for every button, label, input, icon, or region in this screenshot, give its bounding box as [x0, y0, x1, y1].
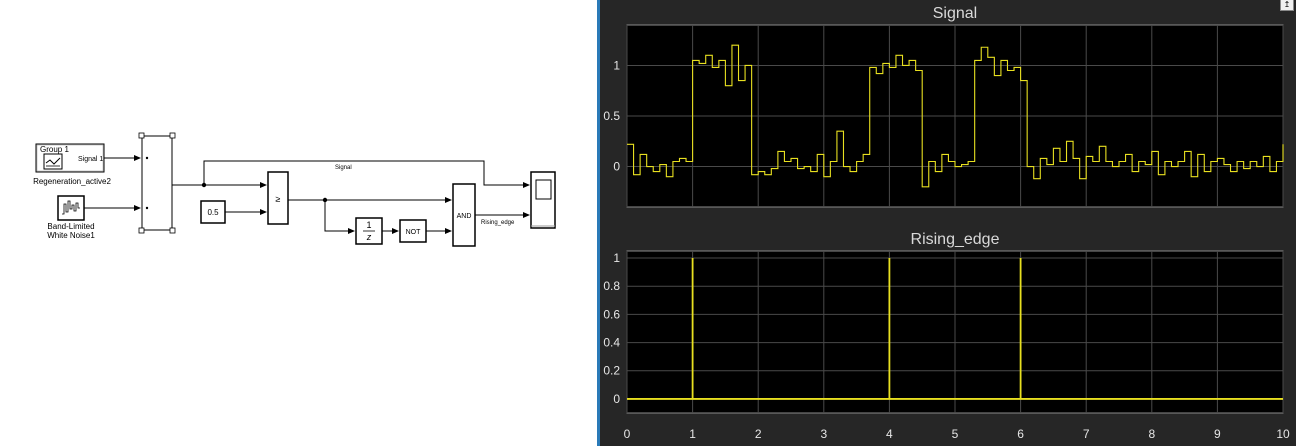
y-tick-label: 1	[613, 251, 620, 265]
signal-builder-group: Group 1	[40, 145, 69, 154]
y-tick-label: 1	[613, 58, 620, 72]
y-tick-label: 0	[613, 160, 620, 174]
y-tick-label: 0.5	[603, 109, 620, 123]
x-tick-label: 8	[1148, 427, 1155, 441]
x-tick-label: 6	[1017, 427, 1024, 441]
rising-edge-line-label: Rising_edge	[481, 220, 515, 226]
plot-title-signal: Signal	[933, 5, 977, 22]
y-tick-label: 0.2	[603, 364, 620, 378]
x-tick-label: 3	[820, 427, 827, 441]
signal-builder-icon	[43, 153, 63, 170]
y-tick-label: 0.8	[603, 279, 620, 293]
constant-block[interactable]: 0.5	[200, 200, 226, 224]
and-gate-label: AND	[457, 213, 472, 220]
series-line	[627, 44, 1284, 188]
not-gate-label: NOT	[406, 229, 422, 236]
compare-block[interactable]: ≥	[267, 171, 289, 225]
model-canvas[interactable]: Group 1 Signal 1 Regeneration_active2 Ba…	[0, 0, 597, 446]
white-noise-label-2: White Noise1	[47, 231, 95, 240]
signal-builder-label: Regeneration_active2	[33, 177, 111, 186]
sum-block[interactable]	[138, 132, 176, 234]
scope-block[interactable]	[530, 171, 556, 229]
arrow-up-icon[interactable]: ↥	[1280, 0, 1294, 11]
scope-icon	[535, 179, 552, 200]
x-tick-label: 4	[886, 427, 893, 441]
block-diagram: Group 1 Signal 1 Regeneration_active2 Ba…	[33, 132, 556, 247]
x-tick-label: 5	[952, 427, 959, 441]
not-gate-block[interactable]: NOT	[399, 219, 427, 243]
x-tick-label: 1	[689, 427, 696, 441]
delay-denominator: z	[366, 232, 372, 242]
y-tick-label: 0.6	[603, 307, 620, 321]
pane-divider[interactable]	[597, 0, 600, 446]
constant-value: 0.5	[207, 208, 219, 217]
signal-lines	[84, 155, 530, 234]
x-tick-label: 2	[755, 427, 762, 441]
x-tick-label: 9	[1214, 427, 1221, 441]
white-noise-label-1: Band-Limited	[47, 222, 94, 231]
signal-builder-block[interactable]: Group 1 Signal 1	[35, 143, 105, 173]
x-tick-label: 7	[1083, 427, 1090, 441]
branch-point	[322, 197, 328, 203]
unit-delay-block[interactable]: 1 z	[355, 217, 383, 245]
plot-title-rising-edge: Rising_edge	[911, 231, 1000, 248]
y-tick-label: 0	[613, 392, 620, 406]
compare-operator: ≥	[276, 194, 281, 204]
noise-icon	[62, 200, 80, 215]
x-tick-label: 10	[1276, 427, 1290, 441]
and-gate-block[interactable]: AND	[452, 183, 476, 247]
y-tick-label: 0.4	[603, 336, 620, 350]
x-tick-label: 0	[624, 427, 631, 441]
series-line	[627, 258, 1283, 400]
branch-point	[201, 182, 207, 188]
signal-builder-port: Signal 1	[78, 156, 103, 163]
white-noise-block[interactable]	[57, 195, 85, 221]
delay-numerator: 1	[366, 220, 371, 230]
signal-line-label: Signal	[335, 165, 352, 171]
